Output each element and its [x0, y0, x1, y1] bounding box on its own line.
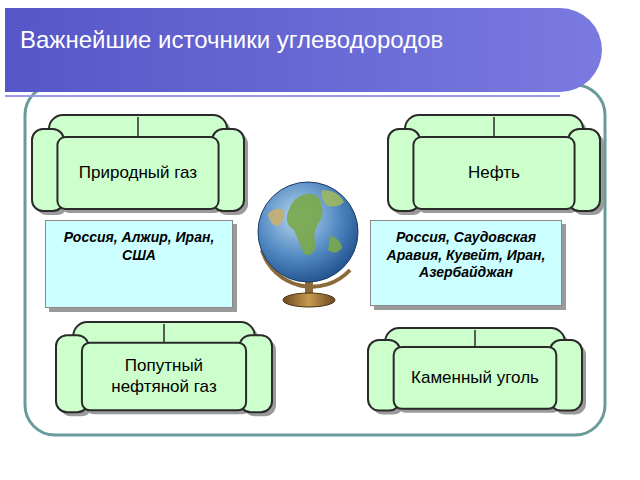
source-name: Природный газ — [79, 163, 197, 183]
sofa-seat — [413, 137, 574, 209]
globe — [258, 182, 358, 307]
source-name: Попутный нефтяной газ — [92, 356, 236, 397]
title-rule — [5, 95, 560, 97]
source-name: Нефть — [468, 163, 520, 183]
sofa-seam — [493, 117, 495, 137]
country-list: Россия, Саудовская Аравия, Кувейт, Иран,… — [381, 229, 551, 282]
country-box: Россия, Саудовская Аравия, Кувейт, Иран,… — [370, 220, 562, 306]
country-box: Россия, Алжир, Иран, США — [45, 220, 233, 308]
title: Важнейшие источники углеводородов — [20, 26, 443, 54]
source-sofa: Каменный уголь — [368, 328, 582, 414]
sofa-seat — [57, 137, 218, 209]
source-name: Каменный уголь — [411, 368, 539, 388]
sofa-seam — [163, 324, 165, 343]
title-band — [5, 8, 602, 92]
sofa-seat — [82, 343, 246, 411]
sofa-seam — [474, 330, 476, 347]
country-list: Россия, Алжир, Иран, США — [56, 229, 222, 264]
sofa-seat — [394, 347, 557, 409]
source-sofa: Природный газ — [32, 115, 244, 215]
source-sofa: Нефть — [388, 115, 600, 215]
sofa-seam — [137, 117, 139, 137]
frame — [25, 85, 605, 435]
source-sofa: Попутный нефтяной газ — [56, 322, 272, 416]
